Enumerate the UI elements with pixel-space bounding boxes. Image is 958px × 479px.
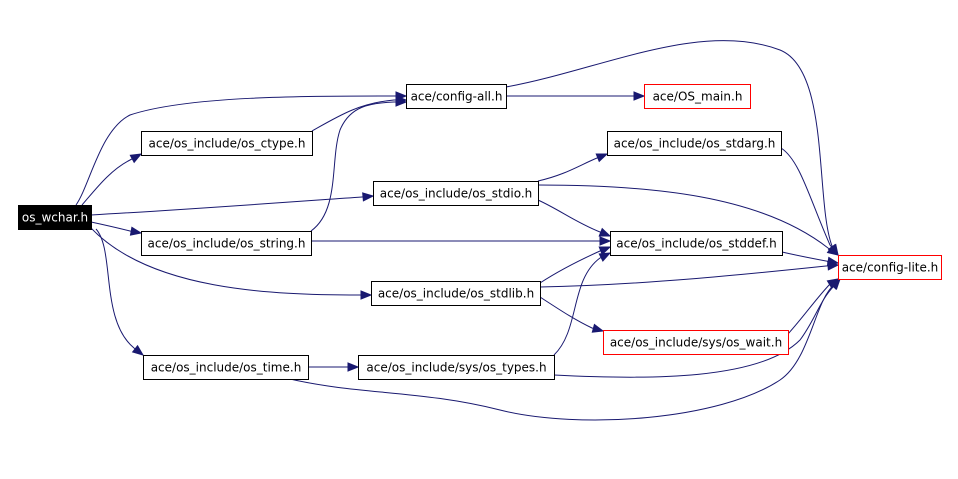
edge-config_all-to-os_main: [505, 91, 646, 101]
edge-arrowhead: [360, 290, 373, 300]
edge-line: [505, 40, 839, 256]
node-label: ace/config-lite.h: [842, 261, 939, 275]
edge-os_stdlib-to-os_stddef: [539, 246, 612, 284]
node-label: ace/os_include/os_stdio.h: [380, 187, 533, 201]
edge-line: [537, 184, 839, 256]
node-box[interactable]: [358, 355, 555, 380]
node-label: ace/config-all.h: [411, 90, 503, 104]
edge-os_wchar-to-os_ctype: [81, 153, 143, 206]
edge-os_wchar-to-os_stdlib: [90, 227, 373, 300]
edge-line: [537, 153, 608, 182]
edge-line: [781, 251, 839, 264]
edge-line: [553, 252, 611, 356]
edge-os_stdarg-to-config_lite: [780, 147, 839, 257]
edge-os_ctype-to-config_all: [311, 95, 408, 132]
node-label: ace/os_include/os_string.h: [148, 237, 306, 251]
node-label: ace/os_include/sys/os_wait.h: [610, 336, 782, 350]
edge-arrowhead: [633, 91, 646, 101]
edge-os_time-to-os_types: [308, 362, 360, 372]
edge-os_wchar-to-os_time: [95, 228, 145, 356]
edge-os_types-to-config_lite: [553, 277, 841, 378]
node-label: ace/os_include/os_stdarg.h: [614, 137, 776, 151]
node-os-stdio[interactable]: ace/os_include/os_stdio.h: [373, 181, 539, 206]
edge-line: [289, 278, 841, 421]
node-os-stddef[interactable]: ace/os_include/os_stddef.h: [610, 231, 783, 256]
edge-os_wchar-to-os_stdio: [90, 192, 375, 216]
edge-line: [311, 99, 406, 132]
edge-arrowhead: [599, 236, 612, 246]
node-config-all[interactable]: ace/config-all.h: [406, 84, 507, 109]
node-label: ace/os_include/sys/os_types.h: [366, 361, 546, 375]
node-os-wchar[interactable]: os_wchar.h: [18, 205, 92, 230]
nodes-layer: os_wchar.h ace/config-all.h ace/OS_main.ha…: [18, 84, 942, 380]
edge-arrowhead: [129, 153, 143, 164]
node-box[interactable]: [603, 330, 789, 355]
edge-arrowhead: [598, 252, 612, 262]
node-box[interactable]: [644, 84, 751, 109]
node-box[interactable]: [371, 281, 541, 306]
edge-line: [90, 221, 142, 234]
node-box[interactable]: [607, 131, 782, 156]
edge-line: [553, 278, 841, 378]
edge-line: [539, 246, 611, 284]
node-os-stdlib[interactable]: ace/os_include/os_stdlib.h: [371, 281, 541, 306]
node-box[interactable]: [610, 231, 783, 256]
edge-arrowhead: [827, 261, 840, 271]
node-label: ace/OS_main.h: [653, 90, 743, 104]
edge-line: [537, 199, 611, 237]
edge-arrowhead: [395, 97, 408, 107]
node-box[interactable]: [406, 84, 507, 109]
edge-arrowhead: [827, 243, 839, 257]
node-label: ace/os_include/os_stddef.h: [616, 237, 776, 251]
edge-arrowhead: [598, 227, 612, 237]
edge-line: [90, 227, 371, 296]
node-label: ace/os_include/os_stdlib.h: [378, 287, 534, 301]
node-os-string[interactable]: ace/os_include/os_string.h: [141, 231, 312, 256]
node-box[interactable]: [18, 205, 92, 230]
node-label: ace/os_include/os_time.h: [151, 361, 302, 375]
edge-os_stdlib-to-os_wait: [539, 296, 605, 333]
edge-os_string-to-os_stddef: [311, 236, 612, 246]
edge-line: [539, 296, 604, 332]
node-os-types[interactable]: ace/os_include/sys/os_types.h: [358, 355, 555, 380]
edge-arrowhead: [591, 323, 605, 333]
edge-line: [75, 95, 406, 206]
node-os-ctype[interactable]: ace/os_include/os_ctype.h: [141, 131, 313, 156]
edge-os_stdio-to-os_stddef: [537, 199, 612, 237]
node-os-stdarg[interactable]: ace/os_include/os_stdarg.h: [607, 131, 782, 156]
edge-line: [780, 147, 839, 256]
node-box[interactable]: [838, 255, 942, 280]
edges-layer: [75, 40, 841, 421]
edge-os_types-to-os_stddef: [553, 252, 612, 356]
node-config-lite[interactable]: ace/config-lite.h: [838, 255, 942, 280]
edge-os_stdio-to-os_stdarg: [537, 153, 609, 182]
edge-line: [95, 228, 144, 356]
node-label: ace/os_include/os_ctype.h: [149, 137, 306, 151]
node-os-main[interactable]: ace/OS_main.h: [644, 84, 751, 109]
edge-arrowhead: [129, 226, 143, 236]
node-box[interactable]: [141, 131, 313, 156]
edge-arrowhead: [362, 192, 375, 202]
edge-arrowhead: [829, 277, 841, 291]
edge-line: [310, 101, 406, 232]
edge-arrowhead: [598, 246, 612, 256]
edge-arrowhead: [131, 344, 145, 356]
edge-line: [90, 195, 374, 216]
node-os-time[interactable]: ace/os_include/os_time.h: [143, 355, 309, 380]
node-label: os_wchar.h: [22, 211, 88, 225]
edge-arrowhead: [347, 362, 360, 372]
node-os-wait[interactable]: ace/os_include/sys/os_wait.h: [603, 330, 789, 355]
edge-arrowhead: [595, 153, 609, 163]
node-box[interactable]: [143, 355, 309, 380]
edge-os_stdlib-to-config_lite: [539, 261, 840, 288]
edge-os_wchar-to-os_string: [90, 221, 143, 236]
node-box[interactable]: [141, 231, 312, 256]
node-box[interactable]: [373, 181, 539, 206]
edge-os_string-to-config_all: [310, 97, 408, 232]
edge-line: [81, 153, 142, 206]
